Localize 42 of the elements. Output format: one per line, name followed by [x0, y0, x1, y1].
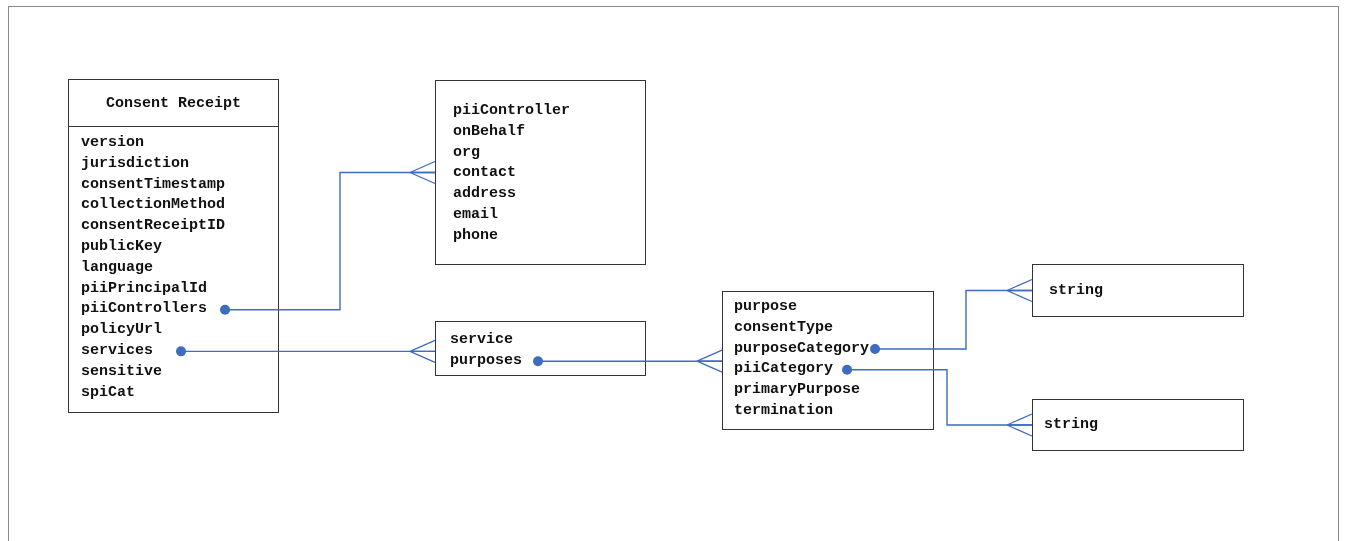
relationship-line — [220, 160, 436, 315]
relationship-line — [176, 339, 436, 363]
entity-box — [68, 79, 279, 413]
type-box — [722, 291, 934, 430]
relationship-line — [842, 364, 1033, 437]
attribute-name: piiPrincipalId — [81, 278, 208, 300]
attribute-name: piiControllers — [81, 299, 226, 321]
attribute-name: service — [450, 330, 513, 351]
attribute-name: purpose — [734, 297, 797, 318]
type-box — [1032, 399, 1244, 451]
attribute-name: primaryPurpose — [734, 380, 861, 401]
type-box — [435, 321, 646, 376]
attribute-name: address — [453, 184, 516, 205]
attribute-name: piiCategory — [734, 359, 848, 381]
attribute-name: sensitive — [81, 361, 162, 383]
attribute-name: consentReceiptID — [81, 216, 226, 237]
attribute-name: purposeCategory — [734, 338, 876, 360]
type-name: string — [1049, 281, 1103, 301]
attribute-name: jurisdiction — [81, 153, 190, 175]
type-box — [435, 80, 646, 265]
attribute-name: version — [81, 133, 144, 154]
attribute-name: org — [453, 142, 480, 164]
relationship-line — [533, 349, 723, 373]
attribute-name: contact — [453, 163, 516, 185]
attribute-name: piiController — [453, 101, 571, 122]
attribute-name: email — [453, 205, 498, 226]
relationship-line — [870, 278, 1033, 354]
attribute-name: phone — [453, 225, 498, 247]
attribute-name: collectionMethod — [81, 195, 226, 217]
type-box — [1032, 264, 1244, 317]
attribute-name: consentType — [734, 317, 834, 339]
attribute-name: consentTimestamp — [81, 174, 226, 196]
attribute-name: policyUrl — [81, 320, 162, 341]
attribute-name: onBehalf — [453, 121, 525, 143]
attribute-name: termination — [734, 401, 834, 422]
attribute-name: spiCat — [81, 382, 135, 404]
attribute-name: purposes — [450, 350, 538, 372]
attribute-name: publicKey — [81, 237, 162, 258]
entity-title: Consent Receipt — [106, 94, 241, 112]
attribute-name: services — [81, 340, 181, 362]
type-name: string — [1044, 415, 1098, 435]
attribute-name: language — [81, 257, 153, 279]
